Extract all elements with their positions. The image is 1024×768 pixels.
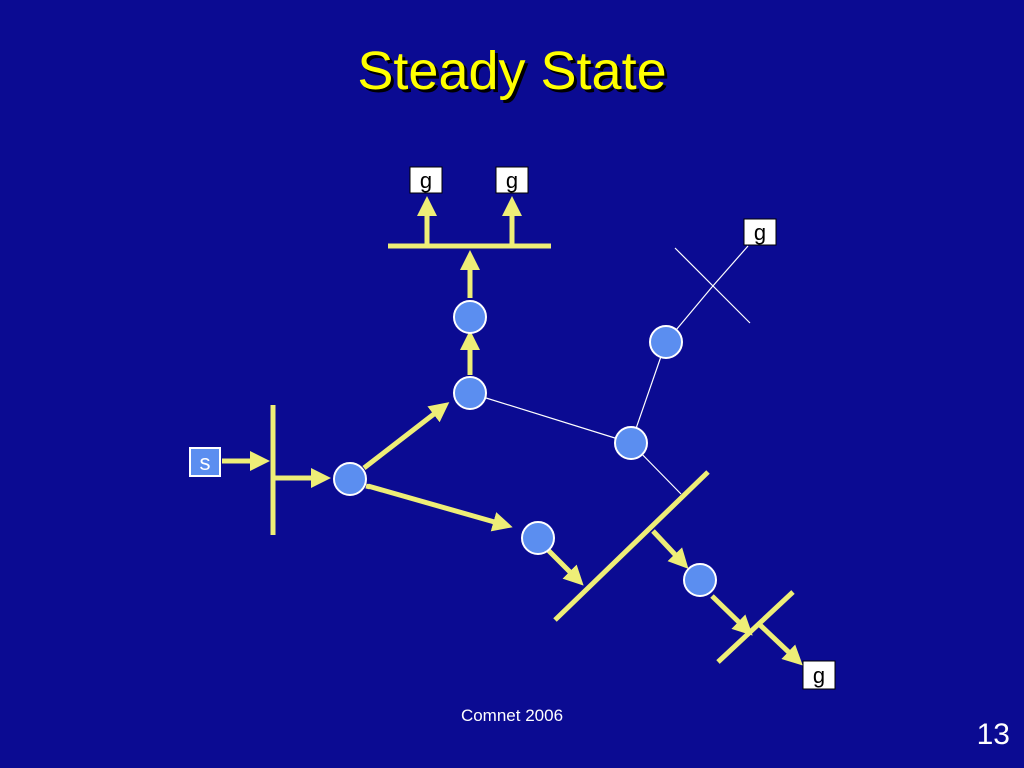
tree-arrow-lan-middle-r7 (651, 529, 689, 569)
tree-arrow-r1-r3 (367, 483, 513, 532)
group-member-right: g (743, 218, 777, 246)
router-1 (333, 462, 367, 496)
tree-links-arrows (222, 196, 803, 666)
link-r4-r5 (630, 341, 667, 444)
group-box (409, 166, 443, 194)
source-node: s (189, 447, 221, 477)
router-6 (453, 300, 487, 334)
tree-arrow-r7-lan-bottom (710, 594, 753, 636)
routers (333, 300, 717, 597)
lan-ne (674, 247, 751, 324)
lan-segments (270, 243, 795, 664)
group-label: g (813, 663, 825, 688)
router-4 (614, 426, 648, 460)
page-number: 13 (976, 718, 1010, 751)
group-box (495, 166, 529, 194)
group-member-bottom: g (802, 660, 836, 690)
link-r2-r4 (469, 392, 632, 444)
group-label: g (754, 220, 766, 245)
tree-arrow-r1-r2 (362, 402, 450, 470)
router-5 (649, 325, 683, 359)
source-box (189, 447, 221, 477)
tree-arrow-r3-lan-middle (546, 548, 584, 586)
group-member-top-right: g (495, 166, 529, 194)
group-members: g g g g (409, 166, 836, 690)
tree-arrow-lan-bottom-g (757, 622, 803, 666)
router-3 (521, 521, 555, 555)
group-label: g (506, 168, 518, 193)
router-2 (453, 376, 487, 410)
source-label: s (200, 450, 211, 475)
group-box (802, 660, 836, 690)
slide-title: Steady State (357, 41, 667, 101)
link-lan-ne-group (711, 245, 749, 288)
lan-bottom (716, 590, 795, 664)
group-label: g (420, 168, 432, 193)
group-box (743, 218, 777, 246)
group-member-top-left: g (409, 166, 443, 194)
lan-middle (553, 470, 710, 622)
router-7 (683, 563, 717, 597)
plain-links (469, 245, 751, 495)
slide-footer: Comnet 2006 (460, 706, 564, 725)
